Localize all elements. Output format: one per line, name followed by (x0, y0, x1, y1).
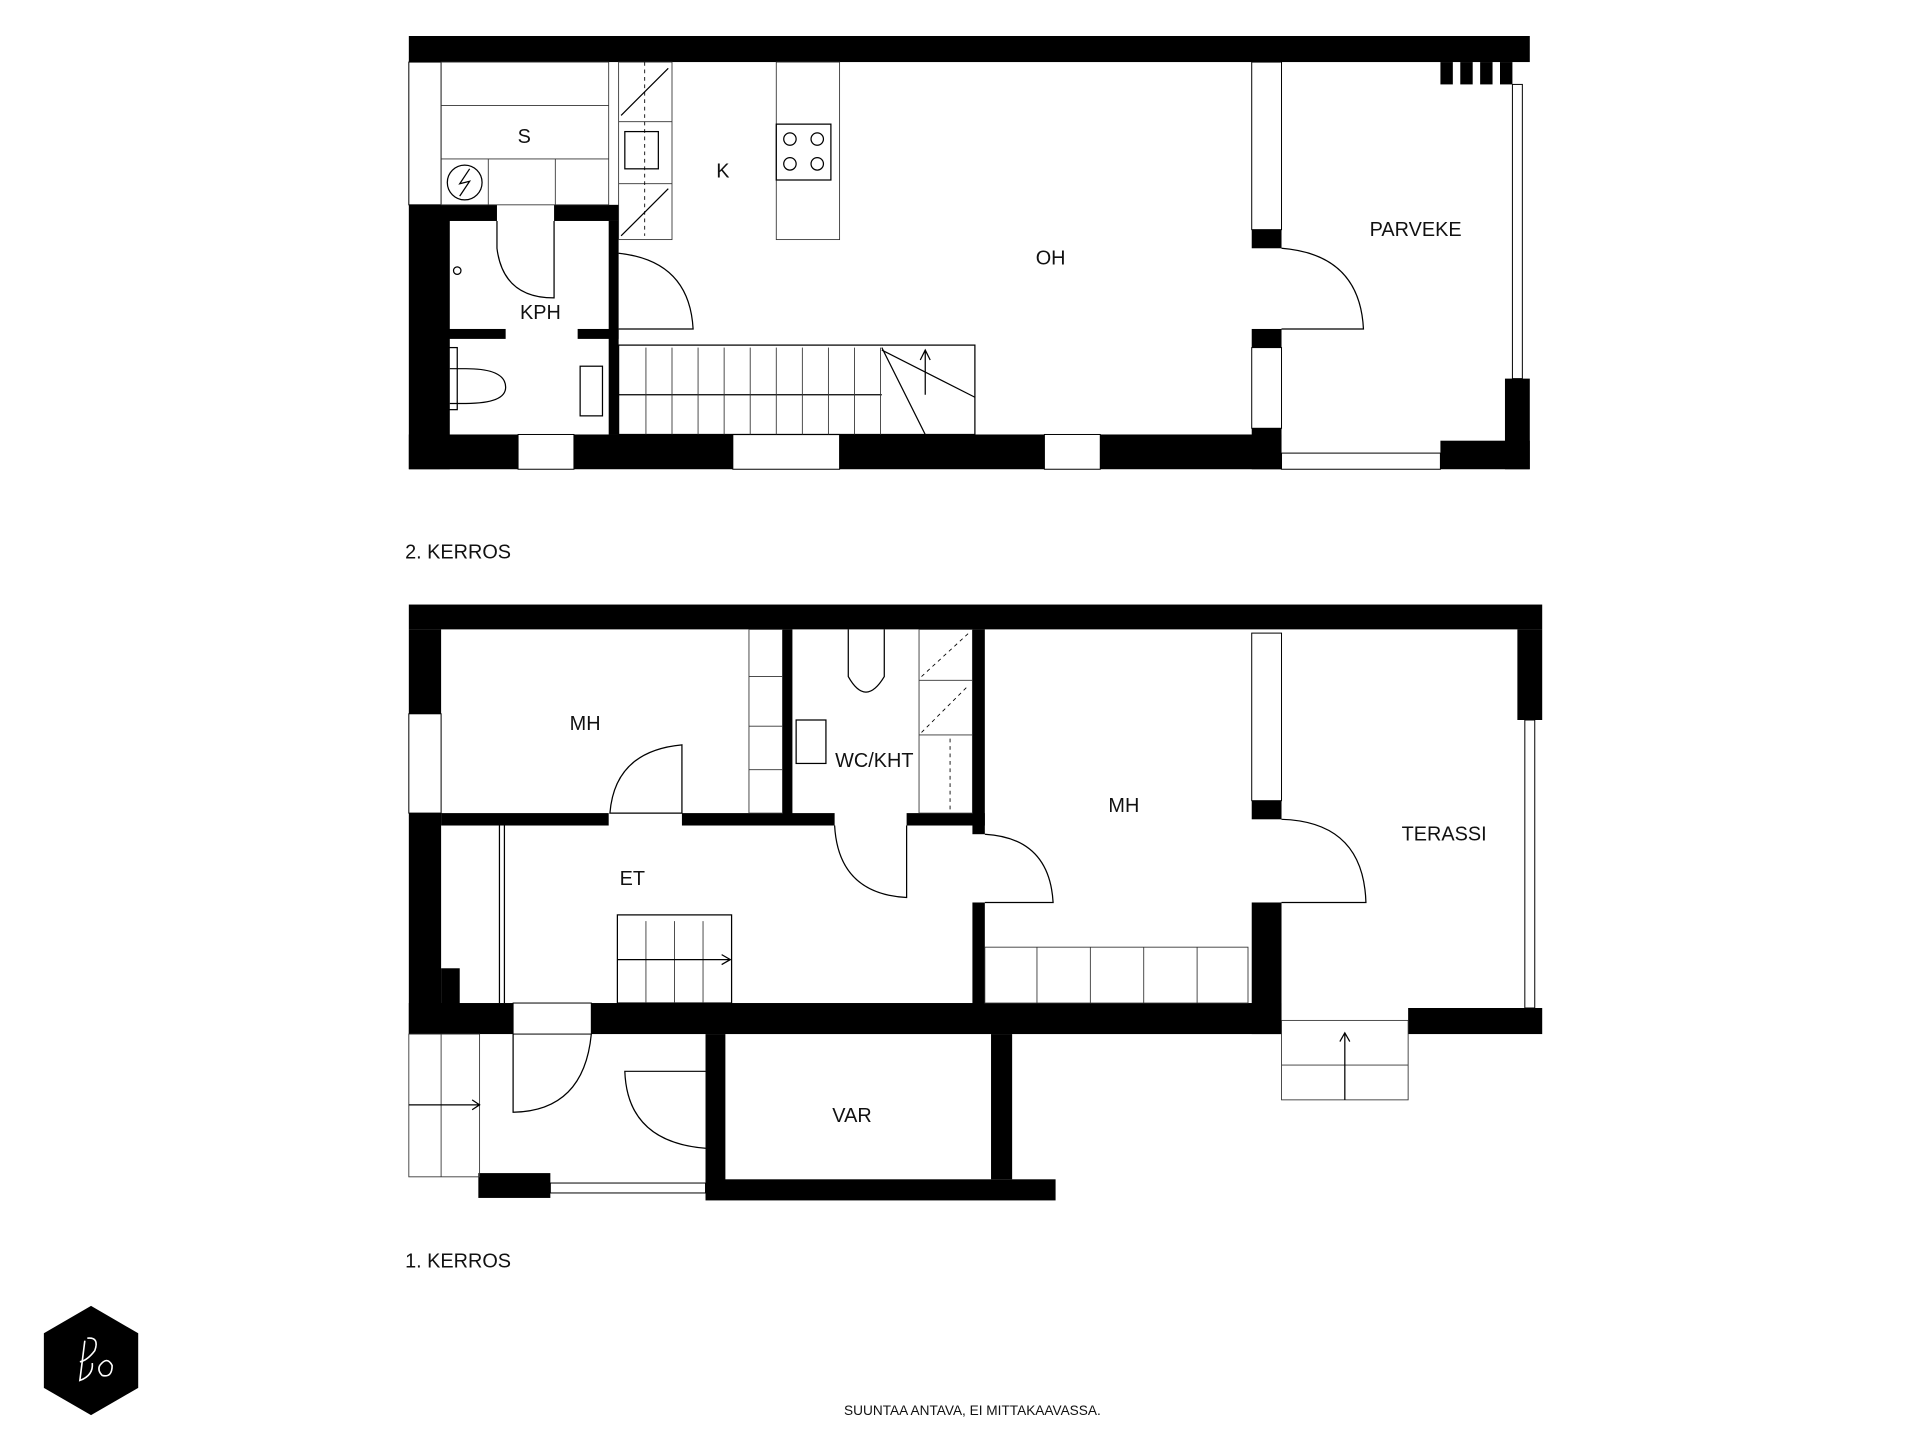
mh-window (408, 713, 442, 814)
entry-steps (408, 1033, 481, 1178)
entrance-opening (512, 1002, 592, 1035)
stair-door (618, 252, 694, 330)
lower-floor-plan: MH WC/KHT MH ET TERASSI VAR 1. KERROS (405, 604, 1543, 1272)
kph-partition-right (577, 328, 619, 339)
upper-doors (496, 220, 1365, 330)
upper-floor-caption: 2. KERROS (405, 542, 511, 564)
sauna-wall-left (441, 204, 497, 221)
brand-logo (43, 1305, 139, 1416)
room-label-storage: VAR (832, 1105, 871, 1127)
sauna-wall-right (554, 204, 619, 221)
wc-door (834, 825, 908, 899)
mh2-wardrobe (984, 946, 1249, 1004)
upper-stairs (618, 344, 976, 436)
var-bottom-wall (705, 1179, 1056, 1201)
logo-monogram-icon (78, 1337, 113, 1382)
stair-window (732, 433, 841, 470)
wc-mh2-wall-bottom (972, 902, 985, 1015)
var-right-wall (991, 1034, 1013, 1180)
room-label-balcony: PARVEKE (1370, 219, 1462, 241)
upper-floor-plan: S K KPH OH PARVEKE 2. KERROS (405, 36, 1530, 564)
oh-balcony-window-top (1251, 61, 1283, 231)
terrace-glazing (1524, 719, 1536, 1009)
stove-icon (775, 123, 832, 181)
disclaimer-note: SUUNTAA ANTAVA, EI MITTAKAAVASSA. (844, 1403, 1101, 1418)
kph-door (496, 220, 555, 299)
kitchen-counter (618, 61, 673, 241)
sauna-benches (440, 61, 610, 206)
mh-door (609, 744, 683, 814)
balcony-bottom-wall (1440, 440, 1530, 470)
balcony-railing-posts (1440, 62, 1513, 85)
lower-left-wall-bottom (408, 813, 442, 1035)
wc-fixtures (795, 628, 973, 814)
mh2-terrace-wall-b (1251, 902, 1282, 1035)
kph-fixtures (441, 266, 604, 417)
mh-wardrobe (748, 628, 783, 814)
terrace-steps (1281, 1019, 1409, 1101)
kph-kitchen-wall (608, 220, 619, 435)
room-label-wc: WC/KHT (835, 750, 913, 772)
oh-window (1043, 433, 1101, 470)
laundry-cabinets (918, 628, 973, 814)
kph-partition-left (441, 328, 506, 339)
wc-toilet-icon (847, 629, 885, 693)
wc-mh2-wall-top (972, 629, 985, 835)
entry-glazing (549, 1182, 707, 1194)
var-left-wall (705, 1034, 726, 1198)
room-label-living: OH (1036, 247, 1066, 269)
lower-floor-caption: 1. KERROS (405, 1250, 511, 1272)
entry-wall-block (478, 1173, 551, 1198)
lower-bottom-wall-b (591, 1003, 1282, 1035)
sauna-heater-icon (446, 164, 483, 201)
room-label-bedroom1: MH (570, 713, 601, 735)
kph-sink-icon (579, 365, 604, 417)
lower-bottom-wall-a (408, 1003, 514, 1035)
oh-balcony-window-bottom (1251, 347, 1283, 429)
room-label-terrace: TERASSI (1402, 823, 1487, 845)
kph-window (517, 433, 575, 470)
terrace-bottom-wall (1408, 1008, 1543, 1035)
front-door (512, 1034, 592, 1113)
mh2-terrace-wall-a (1251, 800, 1282, 820)
var-door (624, 1070, 706, 1149)
oh-balcony-wall-c (1251, 428, 1282, 470)
kitchen-island (775, 61, 841, 241)
toilet-icon (449, 368, 507, 405)
terrace-right-wall (1517, 629, 1543, 720)
oh-balcony-wall-b (1251, 328, 1282, 348)
shower-icon (452, 266, 462, 275)
terrace-door (1281, 818, 1367, 904)
mh-et-wall-a (441, 813, 609, 826)
room-label-bathroom: KPH (520, 302, 561, 324)
room-label-hall: ET (620, 868, 645, 890)
mh-et-wall-b (681, 813, 835, 826)
mh2-door (984, 833, 1054, 904)
balcony-glazing-bottom (1281, 452, 1441, 470)
lower-top-wall (408, 604, 1543, 630)
room-label-bedroom2: MH (1108, 795, 1139, 817)
upper-top-wall (408, 36, 1530, 63)
et-closet (498, 825, 506, 1004)
sauna-window (408, 61, 442, 206)
lower-stairs (616, 914, 733, 1004)
wc-sink-icon (795, 719, 827, 765)
room-label-kitchen: K (716, 161, 730, 183)
mh2-window (1251, 632, 1283, 802)
balcony-door (1281, 247, 1365, 330)
lower-doors (512, 744, 1367, 1149)
lower-left-jog (441, 968, 460, 1006)
room-label-sauna: S (518, 126, 531, 148)
balcony-glazing-right (1511, 83, 1523, 380)
mh-et-wall-c (906, 813, 985, 826)
lower-left-wall-top (408, 629, 442, 714)
mh-wc-wall (782, 629, 793, 816)
kitchen-sink-icon (624, 130, 659, 170)
oh-balcony-wall-a (1251, 229, 1282, 249)
